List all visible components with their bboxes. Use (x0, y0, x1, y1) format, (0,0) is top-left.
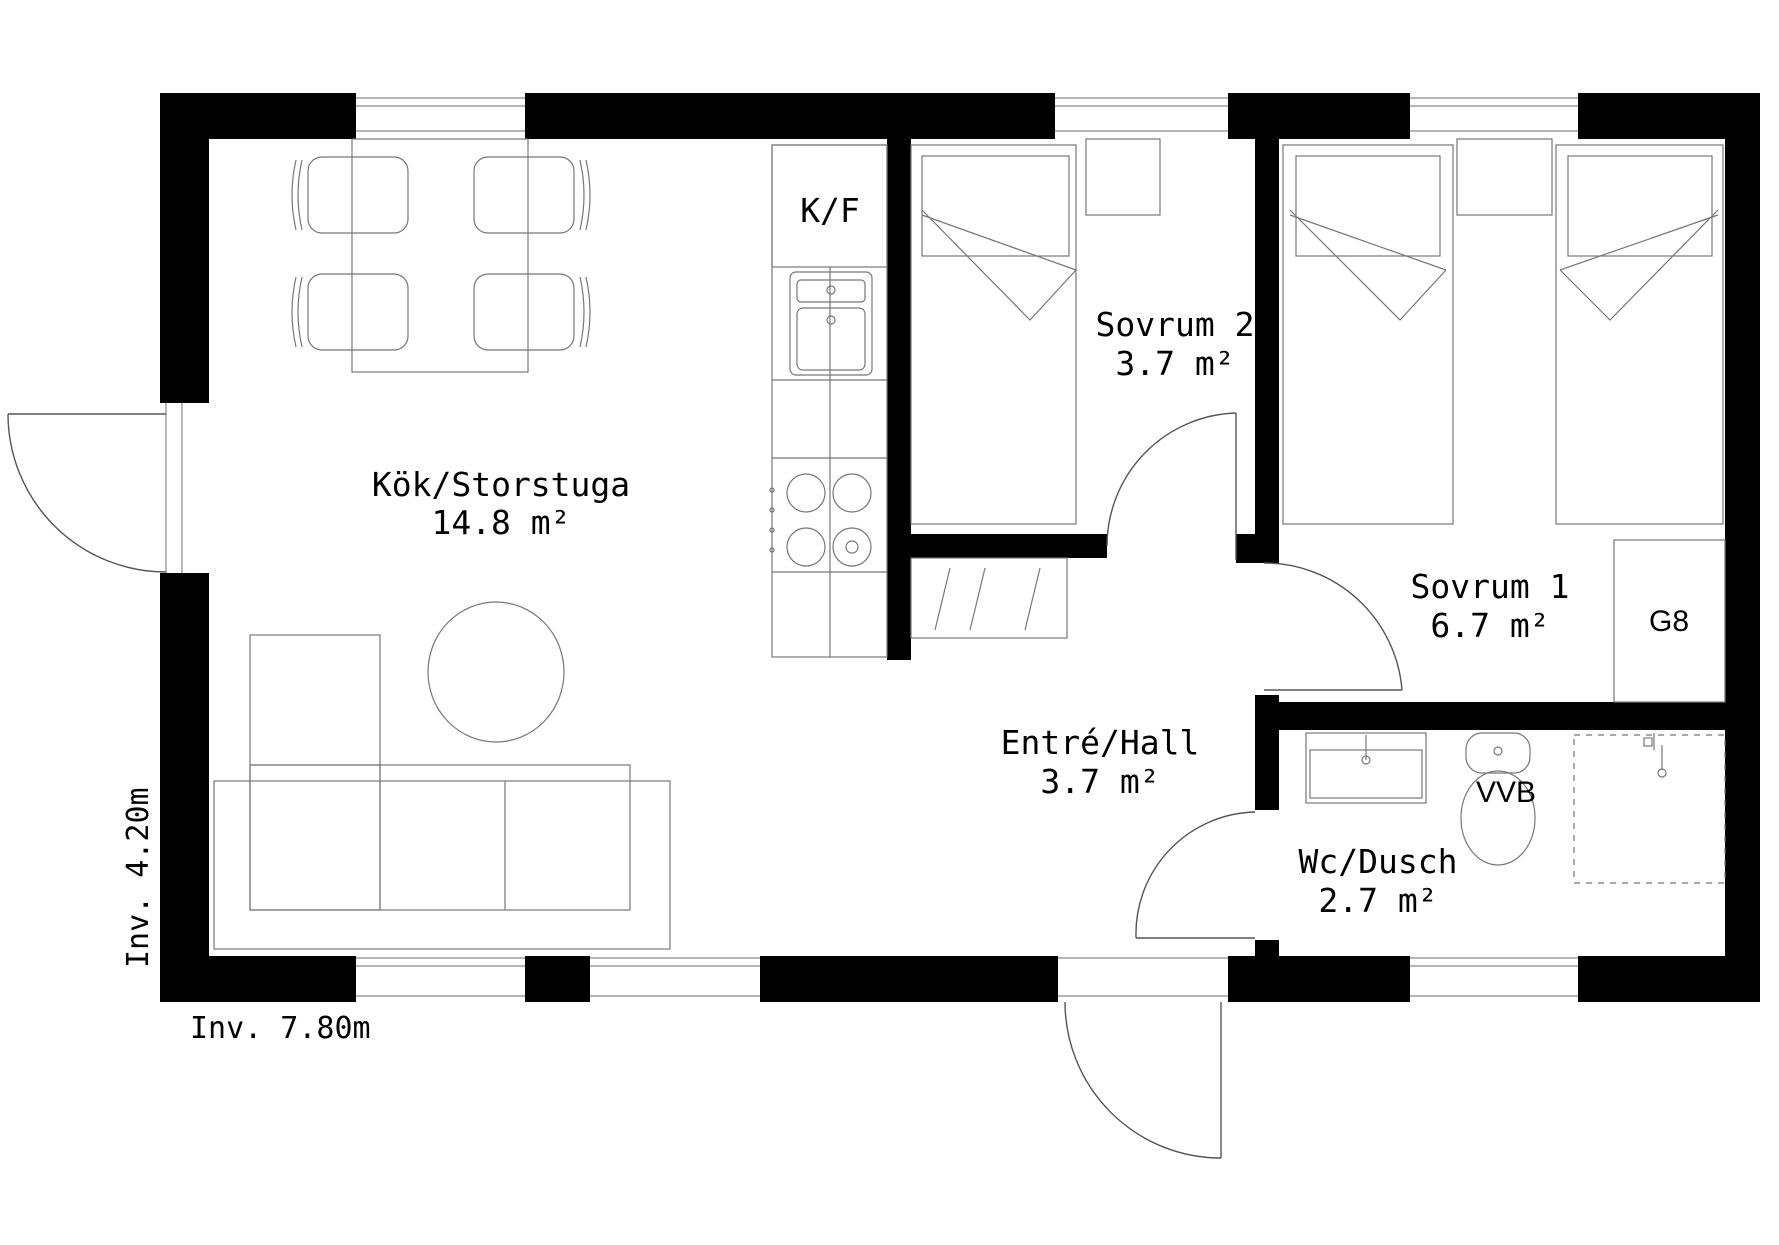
coffee-table (427, 601, 565, 743)
sofa (213, 634, 671, 950)
sovrum2-room-name: Sovrum 2 (1096, 305, 1255, 344)
width-dimension: Inv. 7.80m (190, 1011, 371, 1046)
wc-room-name: Wc/Dusch (1299, 842, 1458, 881)
entre-room-name: Entré/Hall (1001, 723, 1200, 762)
kok-room-name: Kök/Storstuga (372, 465, 630, 504)
washbasin (1305, 732, 1427, 804)
sovrum1-room-name: Sovrum 1 (1411, 567, 1570, 606)
wardrobe-label: G8 (1649, 605, 1689, 638)
nightstand-sovrum-2 (1085, 138, 1161, 216)
wardrobe (1613, 539, 1726, 703)
left-entrance-door (7, 413, 167, 573)
toilet (1460, 732, 1536, 866)
kok-room-area: 14.8 m² (431, 503, 570, 542)
water-heater-label: VVB (1476, 776, 1536, 809)
dining-set (291, 138, 591, 373)
windows (165, 97, 1578, 997)
wc-room-area: 2.7 m² (1318, 881, 1437, 920)
shelf-sovrum-2 (910, 557, 1068, 639)
kitchen-counter (769, 144, 888, 658)
bottom-entrance-door (1064, 1001, 1222, 1159)
bed-2-sovrum-1 (1555, 144, 1724, 525)
bed-sovrum-2 (910, 144, 1077, 525)
height-dimension: Inv. 4.20m (121, 787, 156, 968)
doors (7, 412, 1403, 1159)
walls (160, 93, 1760, 1002)
fridge-label: K/F (800, 191, 860, 230)
nightstand-sovrum-1 (1456, 138, 1553, 216)
room-labels: Kök/Storstuga 14.8 m² Sovrum 2 3.7 m² So… (372, 305, 1570, 920)
dimension-labels: Inv. 7.80m Inv. 4.20m (121, 787, 371, 1046)
sovrum2-room-area: 3.7 m² (1115, 344, 1234, 383)
fixture-labels: K/F G8 VVB (800, 191, 1689, 809)
sovrum1-room-area: 6.7 m² (1430, 606, 1549, 645)
bed-1-sovrum-1 (1282, 144, 1454, 525)
bathroom-door (1135, 811, 1256, 939)
entre-room-area: 3.7 m² (1040, 762, 1159, 801)
bedroom-2-door (1106, 412, 1237, 560)
bedroom-1-door (1263, 562, 1403, 691)
shower-area (1573, 733, 1726, 884)
